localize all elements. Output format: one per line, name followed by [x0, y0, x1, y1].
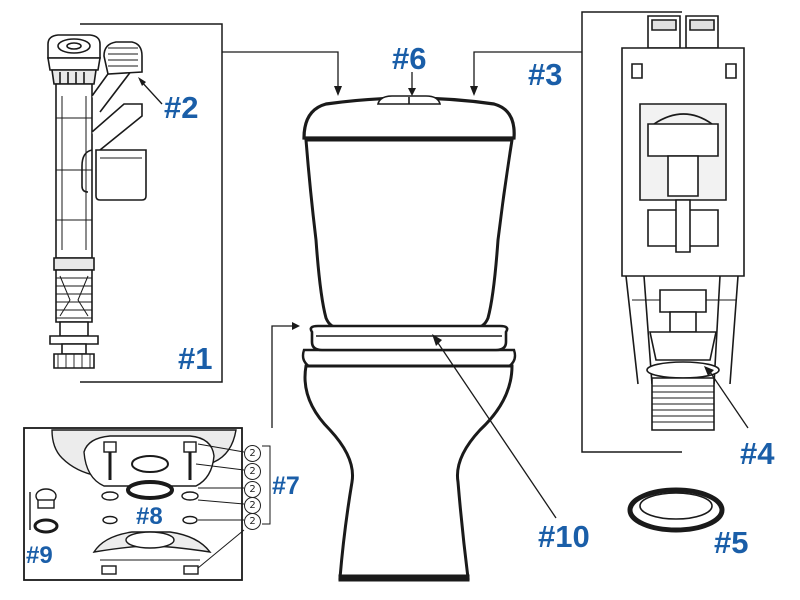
callout-3: #3	[528, 57, 563, 92]
callout-6-arrowhead	[408, 88, 416, 96]
callout-4-leader	[709, 371, 749, 429]
flush-valve-icon[interactable]	[621, 15, 745, 431]
tank-to-bowl-gasket-icon[interactable]	[627, 487, 725, 533]
badge-leaders	[195, 443, 271, 569]
callout-1: #1	[178, 341, 213, 376]
connector-3-to-tank	[473, 51, 582, 86]
fill-valve-icon[interactable]	[47, 34, 147, 369]
callout-8: #8	[136, 503, 163, 530]
callout-6: #6	[392, 41, 427, 76]
connector-seat-arrowhead	[292, 322, 300, 330]
callout-4: #4	[740, 436, 775, 471]
connector-1-to-tank	[222, 51, 339, 86]
flush-valve-box	[581, 11, 682, 453]
callout-10: #10	[538, 519, 590, 554]
quantity-badge: 2	[244, 481, 261, 498]
connector-3-arrowhead	[470, 86, 478, 96]
quantity-badge: 2	[244, 497, 261, 514]
callout-4-arrowhead	[704, 366, 714, 376]
toilet-icon[interactable]	[301, 96, 517, 582]
bolt-kit-icon[interactable]	[29, 429, 237, 575]
callout-9: #9	[26, 542, 53, 569]
fill-valve-box	[80, 23, 223, 383]
connector-1-arrowhead	[334, 86, 342, 96]
callout-2-arrowhead	[138, 77, 146, 86]
connector-seat-to-box7	[271, 325, 292, 428]
callout-5: #5	[714, 525, 749, 560]
quantity-badge: 2	[244, 445, 261, 462]
callout-7: #7	[272, 472, 300, 500]
quantity-badge: 2	[244, 463, 261, 480]
seat-icon[interactable]	[309, 324, 509, 352]
quantity-badge: 2	[244, 513, 261, 530]
callout-10-arrowhead	[432, 334, 442, 346]
callout-2: #2	[164, 90, 199, 125]
push-button-icon[interactable]	[376, 95, 442, 105]
callout-10-leader	[435, 339, 557, 519]
